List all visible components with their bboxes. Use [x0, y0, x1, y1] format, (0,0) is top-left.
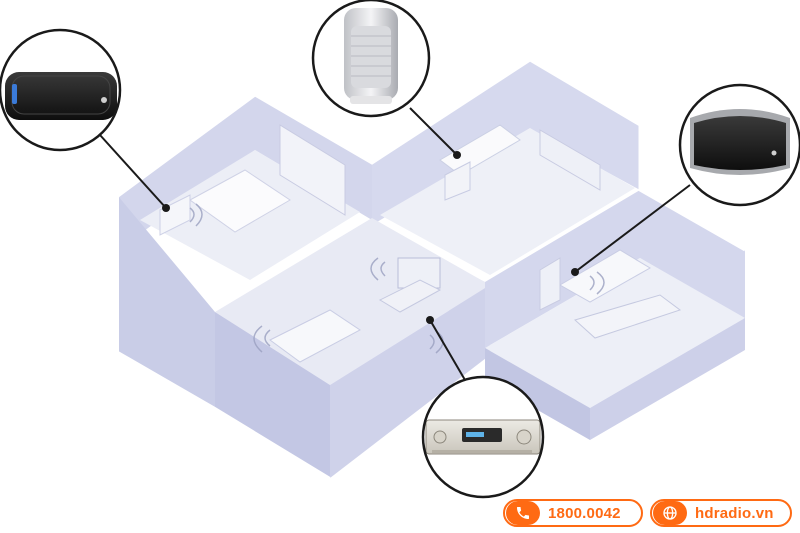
living-right-wall — [330, 285, 490, 478]
bedroom-left-wall — [118, 196, 215, 408]
dining-floor — [485, 258, 745, 408]
hotline-badge[interactable]: 1800.0042 — [503, 499, 643, 527]
globe-icon — [653, 501, 687, 525]
website-badge[interactable]: hdradio.vn — [650, 499, 792, 527]
dining-front-wall — [485, 348, 590, 440]
bedroom-back-wall — [118, 95, 372, 250]
receiver-callout-living — [421, 375, 545, 499]
phone-icon — [506, 501, 540, 525]
callout-lines — [99, 107, 691, 381]
speaker-callout-dining — [678, 83, 800, 207]
house-model — [117, 58, 746, 479]
speaker-callout-office — [311, 0, 431, 118]
website-url: hdradio.vn — [695, 504, 774, 522]
hotline-number: 1800.0042 — [548, 504, 621, 522]
dining-right-wall — [590, 318, 745, 440]
speaker-callout-bedroom — [0, 28, 122, 152]
living-front-wall — [215, 312, 330, 478]
